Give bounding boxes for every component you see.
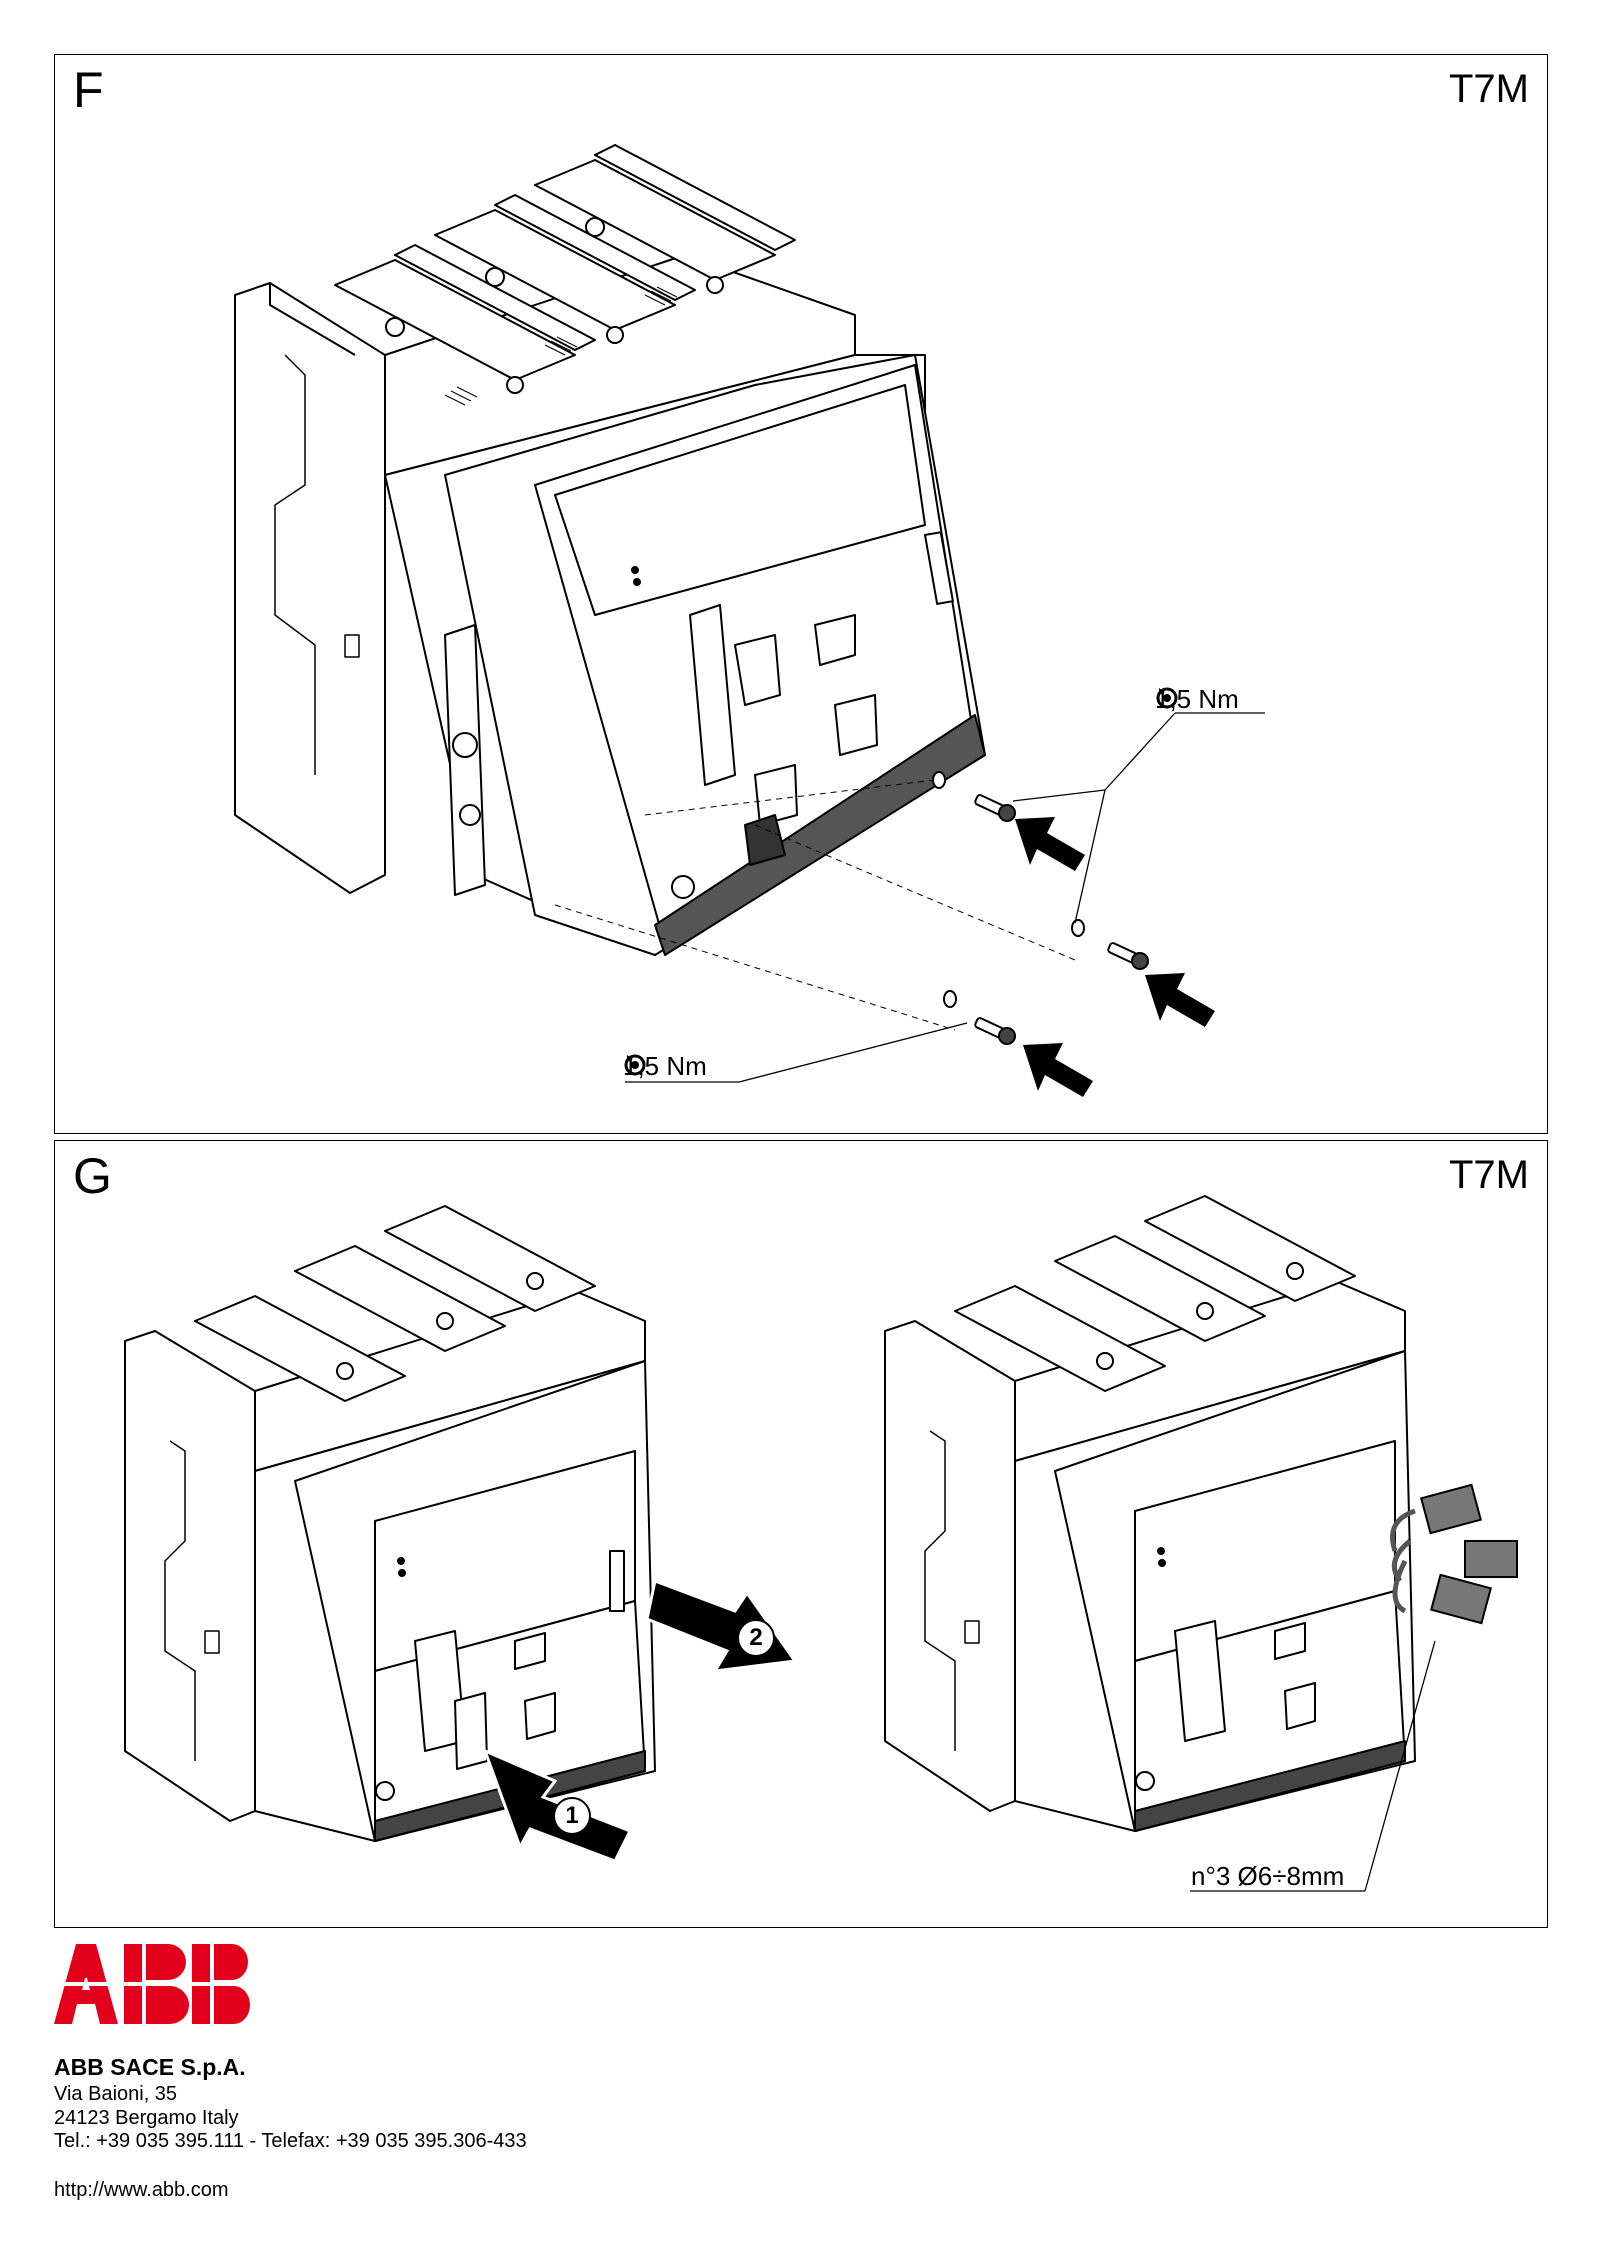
breaker-locking-illustration bbox=[124, 1195, 1518, 1892]
panel-letter: F bbox=[73, 62, 104, 118]
arrow-icon bbox=[1015, 817, 1215, 1097]
address-street: Via Baioni, 35 bbox=[54, 2083, 178, 2105]
torque-icon bbox=[1156, 687, 1178, 709]
torque-label-top: 1,5 Nm bbox=[1155, 686, 1239, 712]
torque-icon bbox=[624, 1054, 646, 1076]
panel-f: F T7M bbox=[54, 54, 1548, 1134]
contact-phone: Tel.: +39 035 395.111 - Telefax: +39 035… bbox=[54, 2130, 527, 2152]
breaker-front-cover-illustration bbox=[234, 144, 1265, 1097]
step-badge-2: 2 bbox=[737, 1619, 775, 1657]
arrow-icon bbox=[645, 1578, 798, 1673]
panel-g: G T7M bbox=[54, 1140, 1548, 1928]
assembly-guide-lines bbox=[554, 779, 1076, 1031]
panel-model: T7M bbox=[1449, 1153, 1529, 1197]
panel-model: T7M bbox=[1449, 67, 1529, 111]
screw-icon bbox=[974, 794, 1016, 822]
company-name: ABB SACE S.p.A. bbox=[54, 2054, 246, 2080]
panel-letter: G bbox=[73, 1148, 112, 1204]
address-city: 24123 Bergamo Italy bbox=[54, 2107, 239, 2129]
abb-logo bbox=[54, 1944, 250, 2024]
washer bbox=[943, 990, 957, 1008]
step-badge-1: 1 bbox=[553, 1797, 591, 1835]
terminal-separators bbox=[334, 144, 796, 394]
breaker-side-plate bbox=[234, 282, 386, 894]
washer bbox=[1071, 919, 1085, 937]
padlock-note: n°3 Ø6÷8mm bbox=[1191, 1861, 1345, 1891]
screw-set bbox=[932, 771, 1149, 1045]
torque-label-bottom: 1,5 Nm bbox=[623, 1053, 707, 1079]
washer bbox=[932, 771, 946, 789]
breaker-right bbox=[884, 1195, 1416, 1832]
footer: ABB SACE S.p.A. Via Baioni, 35 24123 Ber… bbox=[54, 1944, 854, 2244]
screw-icon bbox=[974, 1017, 1016, 1045]
leader-lines bbox=[1190, 1640, 1436, 1892]
breaker-left bbox=[124, 1205, 656, 1842]
leader-lines bbox=[625, 712, 1265, 1083]
website-link[interactable]: http://www.abb.com bbox=[54, 2179, 229, 2201]
screw-icon bbox=[1107, 942, 1149, 970]
padlock-icon bbox=[1390, 1483, 1518, 1625]
